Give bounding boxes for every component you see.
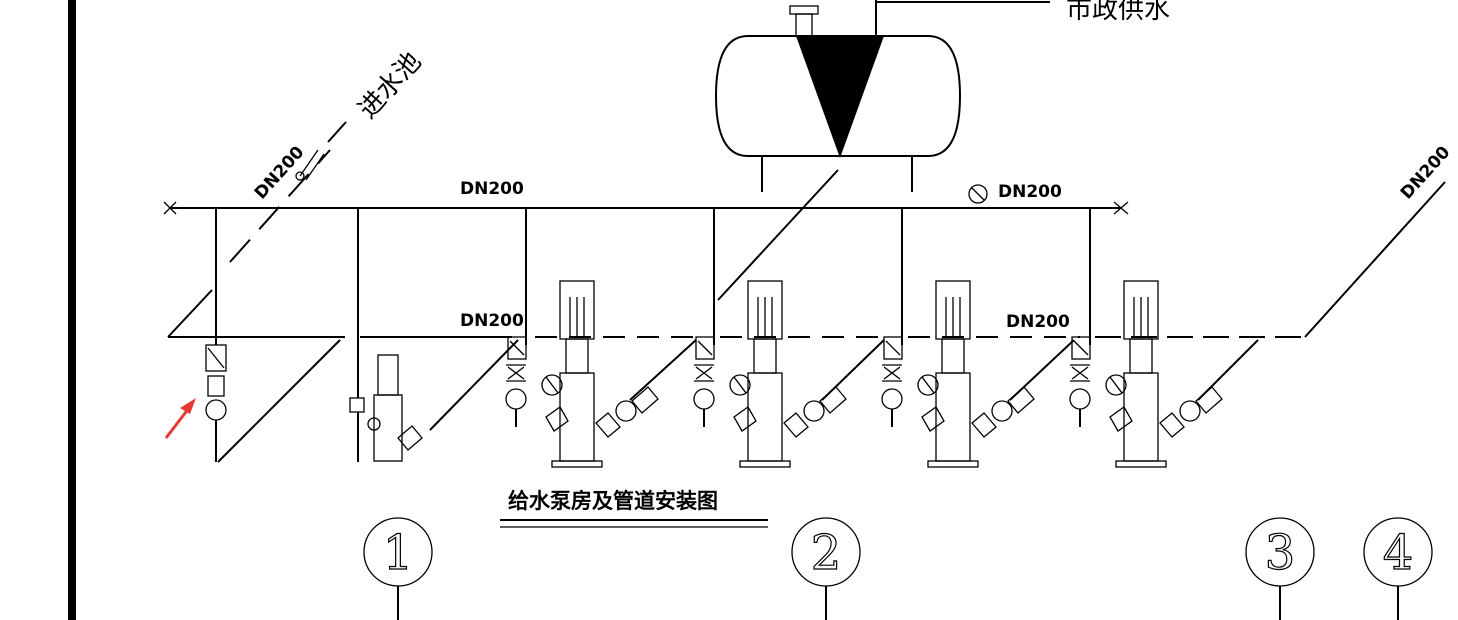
inlet-pipe (229, 149, 331, 263)
lower-main-pipe (167, 181, 1446, 338)
inlet-valve-icon (295, 121, 347, 181)
svg-text:3: 3 (1265, 525, 1296, 581)
diagram-title: 给水泵房及管道安装图 (508, 488, 718, 513)
svg-text:2: 2 (811, 525, 842, 581)
axis-marker-4: 4 (1363, 517, 1433, 620)
valve-assembly-1 (205, 344, 227, 421)
svg-text:4: 4 (1383, 525, 1414, 581)
label-lower-pipe: DN200 (460, 311, 524, 331)
frame-border (68, 0, 76, 620)
small-pump-unit (349, 354, 423, 462)
tank-outlet-pipe (717, 169, 839, 301)
vertical-drops (215, 208, 1091, 398)
svg-text:1: 1 (383, 525, 414, 581)
label-municipal-supply: 市政供水 (1066, 0, 1170, 25)
pump-set-3 (881, 280, 1035, 468)
pressure-tank-icon (714, 0, 1050, 192)
label-inlet-pool: 进水池 (353, 47, 427, 125)
pump-set-2 (693, 280, 847, 468)
label-upper-pipe: DN200 (460, 179, 524, 199)
axis-marker-1: 1 (363, 517, 433, 620)
label-upper-pipe-right: DN200 (998, 182, 1062, 202)
annotation-arrow-icon (164, 398, 196, 439)
upper-main-pipe (163, 184, 1129, 215)
axis-marker-3: 3 (1245, 517, 1315, 620)
axis-marker-2: 2 (791, 517, 861, 620)
pump-set-1 (505, 280, 659, 468)
label-right-pipe: DN200 (1397, 142, 1455, 203)
label-lower-pipe-right: DN200 (1006, 312, 1070, 332)
label-inlet-pipe: DN200 (251, 142, 309, 203)
pump-set-4 (1069, 280, 1223, 468)
return-diagonals (215, 339, 1259, 463)
pressure-gauge-icon (968, 184, 988, 204)
